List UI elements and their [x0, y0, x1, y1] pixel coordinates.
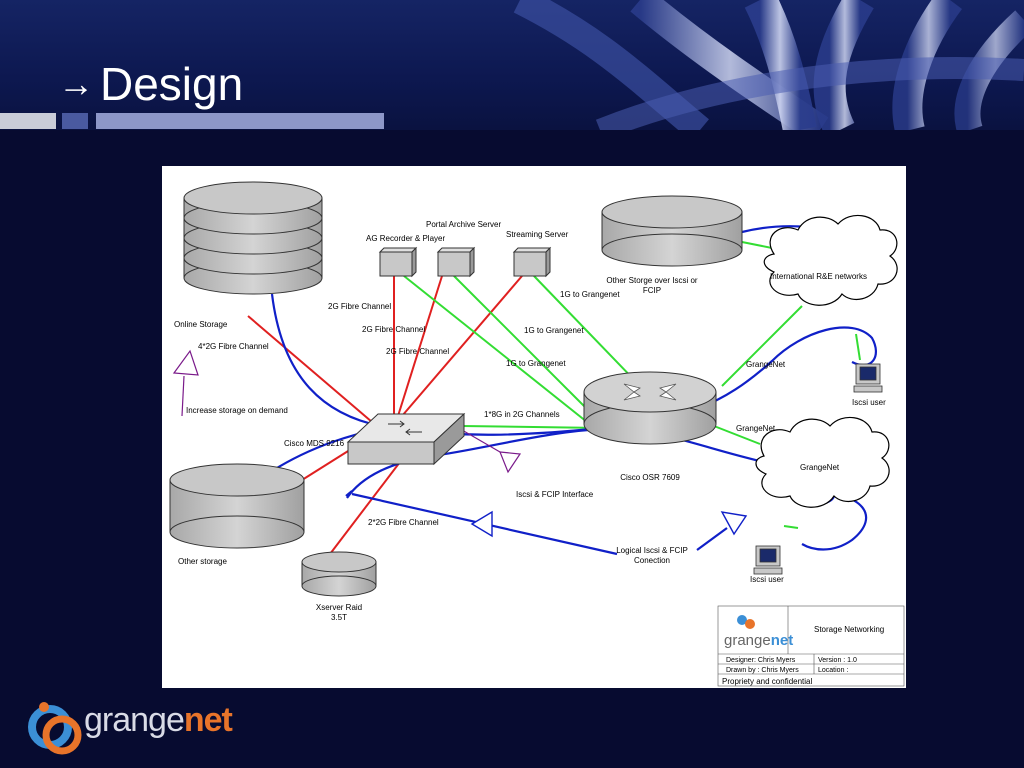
title-block-confidential: Propriety and confidential — [722, 677, 813, 686]
label-iscsi-user-1: Iscsi user — [852, 398, 886, 407]
remote-storage-icon — [601, 195, 743, 267]
header-strip — [96, 113, 384, 129]
other-storage-icon — [169, 463, 305, 549]
header-strip — [0, 113, 56, 129]
slide-title-text: Design — [100, 58, 244, 110]
logo-text-b: net — [770, 632, 794, 649]
title-block-designer: Designer: Chris Myers — [726, 657, 796, 664]
title-block-drawn-by: Drawn by : Chris Myers — [726, 667, 799, 674]
cloud-icon — [755, 416, 890, 508]
label-portal-archive: Portal Archive Server — [426, 220, 502, 229]
label-fc-2g-1: 2G Fibre Channel — [328, 302, 392, 311]
label-gig-grangenet-2: 1G to Grangenet — [524, 326, 584, 335]
label-cisco-mds: Cisco MDS 9216 — [284, 439, 345, 448]
xserve-raid-icon — [301, 551, 377, 597]
label-fibre-2x2g: 2*2G Fibre Channel — [368, 518, 439, 527]
label-iscsi-user-2: Iscsi user — [750, 575, 784, 584]
label-gig-grangenet-1: 1G to Grangenet — [560, 290, 620, 299]
label-ag-recorder: AG Recorder & Player — [366, 234, 446, 243]
label-other-storage-iscsi: Other Storge over Iscsi or FCIP — [606, 276, 698, 295]
online-storage-icon — [183, 181, 323, 295]
label-fc-2g-2: 2G Fibre Channel — [362, 325, 426, 334]
label-increase-storage: Increase storage on demand — [186, 406, 288, 415]
label-xserve-raid: Xserver Raid 3.5T — [315, 603, 363, 622]
footer-brand-b: net — [183, 701, 233, 739]
label-grangenet-link-2: GrangeNet — [736, 424, 776, 433]
label-cisco-osr: Cisco OSR 7609 — [620, 473, 680, 482]
label-logical-connection: Logical Iscsi & FCIP Conection — [616, 546, 688, 565]
network-diagram: Online Storage 4*2G Fibre Channel Increa… — [162, 166, 906, 688]
computer-icon — [753, 545, 783, 575]
label-online-storage: Online Storage — [174, 320, 228, 329]
grangenet-logo-mark — [737, 615, 755, 629]
label-grangenet-cloud: GrangeNet — [800, 463, 840, 472]
slide-title: → Design — [58, 56, 243, 112]
title-block-version: Version : 1.0 — [818, 657, 857, 664]
label-other-storage: Other storage — [178, 557, 227, 566]
server-icon — [512, 246, 552, 278]
title-block-project: Storage Networking — [814, 625, 885, 634]
footer-brand-a: grange — [84, 701, 185, 739]
header-strip — [62, 113, 88, 129]
server-icon — [436, 246, 476, 278]
title-block-location: Location : — [818, 667, 849, 674]
diagram-graphics — [169, 181, 905, 687]
cloud-icon — [763, 214, 898, 306]
label-intl-networks: International R&E networks — [770, 272, 867, 281]
label-gig-grangenet-3: 1G to Grangenet — [506, 359, 566, 368]
server-icon — [378, 246, 418, 278]
label-fibre-4x2g: 4*2G Fibre Channel — [198, 342, 269, 351]
label-fc-2g-3: 2G Fibre Channel — [386, 347, 450, 356]
slide-header: → Design — [0, 0, 1024, 130]
computer-icon — [853, 363, 883, 393]
mds-switch-icon — [346, 412, 466, 466]
label-streaming-server: Streaming Server — [506, 230, 569, 239]
router-icon — [583, 371, 717, 445]
cable-background-graphic — [513, 0, 1024, 130]
label-iscsi-fcip-interface: Iscsi & FCIP Interface — [516, 490, 594, 499]
footer-brand: grangenet — [84, 701, 233, 740]
grangenet-logo — [28, 702, 82, 755]
label-eight-g: 1*8G in 2G Channels — [484, 410, 560, 419]
title-block-logo-text: grangenet — [724, 632, 793, 650]
arrow-right-icon: → — [58, 63, 94, 104]
logo-text-a: grange — [724, 632, 771, 649]
label-grangenet-link-1: GrangeNet — [746, 360, 786, 369]
